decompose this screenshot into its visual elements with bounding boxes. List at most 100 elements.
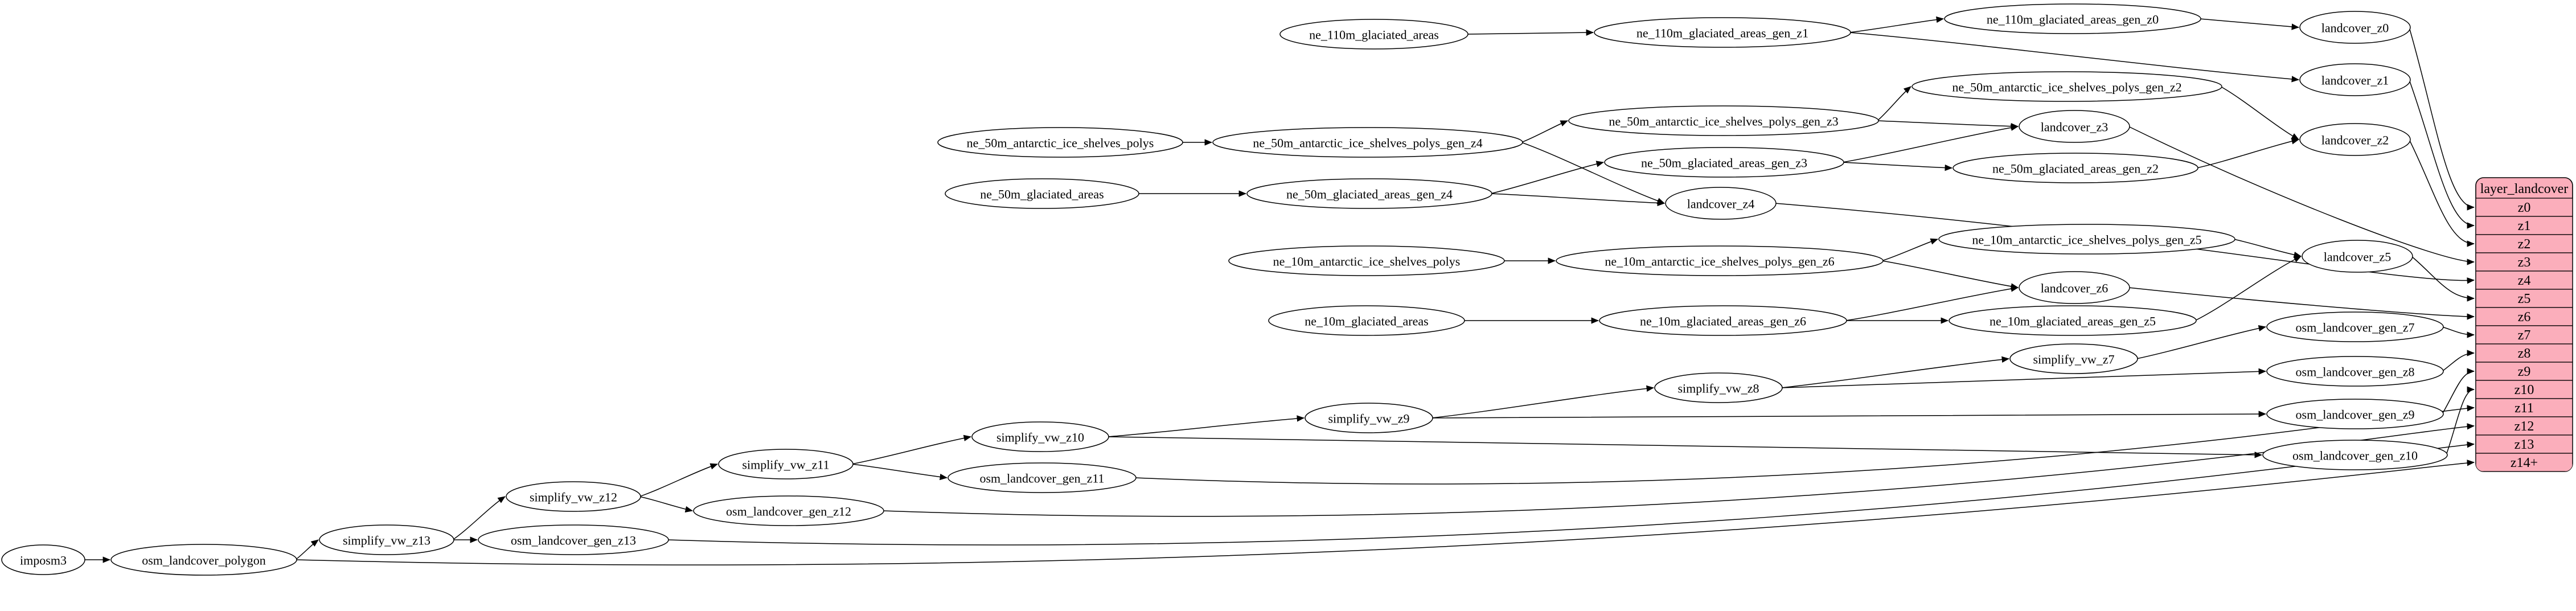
node-label-osm_landcover_gen_z8: osm_landcover_gen_z8 <box>2296 365 2415 379</box>
node-label-osm_landcover_gen_z13: osm_landcover_gen_z13 <box>511 534 636 548</box>
node-osm_landcover_gen_z12: osm_landcover_gen_z12 <box>693 495 884 526</box>
edge-ne_50m_antarctic_ice_shelves_polys_gen_z2--landcover_z2 <box>2220 86 2299 140</box>
node-label-landcover_z1: landcover_z1 <box>2321 73 2389 88</box>
node-simplify_vw_z13: simplify_vw_z13 <box>319 524 454 555</box>
node-ne_10m_antarctic_ice_shelves_polys: ne_10m_antarctic_ice_shelves_polys <box>1228 245 1505 276</box>
node-imposm3: imposm3 <box>1 544 85 575</box>
node-label-simplify_vw_z13: simplify_vw_z13 <box>343 534 430 548</box>
node-label-landcover_z3: landcover_z3 <box>2041 120 2109 134</box>
node-osm_landcover_polygon: osm_landcover_polygon <box>110 544 297 576</box>
layer-row-box-z14+ <box>2476 453 2573 471</box>
node-ne_50m_antarctic_ice_shelves_polys_gen_z3: ne_50m_antarctic_ice_shelves_polys_gen_z… <box>1568 105 1879 136</box>
edges-layer <box>84 16 2475 565</box>
edge-osm_landcover_gen_z7--layer-z7 <box>2442 326 2475 338</box>
edge-landcover_z2--layer-z2 <box>2409 139 2475 247</box>
edge-ne_50m_glaciated_areas_gen_z2--landcover_z2 <box>2196 138 2300 169</box>
node-label-ne_50m_antarctic_ice_shelves_polys_gen_z4: ne_50m_antarctic_ice_shelves_polys_gen_z… <box>1253 136 1482 150</box>
edge-simplify_vw_z8--osm_landcover_gen_z8 <box>1781 368 2267 388</box>
node-simplify_vw_z7: simplify_vw_z7 <box>2009 343 2138 374</box>
node-ne_110m_glaciated_areas_gen_z1: ne_110m_glaciated_areas_gen_z1 <box>1594 17 1851 48</box>
edge-osm_landcover_gen_z9--layer-z9 <box>2442 368 2475 415</box>
edge-ne_110m_glaciated_areas_gen_z1--landcover_z1 <box>1849 32 2300 83</box>
edge-ne_110m_glaciated_areas_gen_z0--landcover_z0 <box>2199 18 2300 30</box>
node-label-simplify_vw_z10: simplify_vw_z10 <box>996 430 1084 445</box>
edge-simplify_vw_z10--osm_landcover_gen_z10 <box>1107 436 2263 458</box>
node-ne_110m_glaciated_areas: ne_110m_glaciated_areas <box>1279 19 1469 50</box>
node-label-ne_10m_glaciated_areas_gen_z6: ne_10m_glaciated_areas_gen_z6 <box>1640 314 1806 329</box>
node-label-ne_10m_antarctic_ice_shelves_polys_gen_z5: ne_10m_antarctic_ice_shelves_polys_gen_z… <box>1972 233 2201 247</box>
node-label-ne_110m_glaciated_areas_gen_z1: ne_110m_glaciated_areas_gen_z1 <box>1636 26 1808 40</box>
node-label-ne_10m_glaciated_areas: ne_10m_glaciated_areas <box>1305 314 1428 329</box>
edge-simplify_vw_z10--simplify_vw_z9 <box>1107 415 1305 437</box>
layer-table-title: layer_landcover <box>2480 182 2569 196</box>
node-label-osm_landcover_gen_z11: osm_landcover_gen_z11 <box>979 471 1104 486</box>
edge-ne_50m_glaciated_areas_gen_z3--landcover_z3 <box>1842 124 2019 163</box>
layer-row-label-z14+: z14+ <box>2511 456 2538 470</box>
node-landcover_z6: landcover_z6 <box>2019 271 2130 304</box>
node-label-simplify_vw_z11: simplify_vw_z11 <box>742 458 829 472</box>
edge-ne_50m_antarctic_ice_shelves_polys_gen_z4--landcover_z4 <box>1521 142 1666 204</box>
edge-ne_10m_antarctic_ice_shelves_polys_gen_z6--ne_10m_antarctic_ice_shelves_polys_gen_z5 <box>1881 238 1939 261</box>
node-label-ne_110m_glaciated_areas_gen_z0: ne_110m_glaciated_areas_gen_z0 <box>1987 13 2159 27</box>
edge-ne_50m_antarctic_ice_shelves_polys_gen_z4--ne_50m_antarctic_ice_shelves_polys_gen_z3 <box>1521 120 1568 143</box>
node-label-osm_landcover_gen_z10: osm_landcover_gen_z10 <box>2292 449 2418 463</box>
node-label-osm_landcover_gen_z12: osm_landcover_gen_z12 <box>726 505 851 519</box>
edge-simplify_vw_z12--osm_landcover_gen_z12 <box>639 496 694 512</box>
edge-osm_landcover_gen_z12--layer-z12 <box>882 423 2475 517</box>
layer-row-label-z13: z13 <box>2515 437 2534 452</box>
edge-simplify_vw_z9--osm_landcover_gen_z9 <box>1431 411 2267 419</box>
edge-osm_landcover_polygon--layer-z14+ <box>295 460 2475 565</box>
layer-row-label-z12: z12 <box>2515 419 2534 434</box>
edge-ne_50m_antarctic_ice_shelves_polys_gen_z3--ne_50m_antarctic_ice_shelves_polys_gen_z2 <box>1877 86 1912 121</box>
node-label-landcover_z4: landcover_z4 <box>1687 197 1755 211</box>
node-label-ne_50m_glaciated_areas_gen_z4: ne_50m_glaciated_areas_gen_z4 <box>1286 187 1453 202</box>
layer-row-box-z8 <box>2476 343 2573 363</box>
node-label-ne_50m_antarctic_ice_shelves_polys_gen_z2: ne_50m_antarctic_ice_shelves_polys_gen_z… <box>1952 80 2181 95</box>
node-label-osm_landcover_gen_z7: osm_landcover_gen_z7 <box>2296 321 2415 335</box>
node-label-simplify_vw_z8: simplify_vw_z8 <box>1678 382 1759 396</box>
node-label-ne_10m_antarctic_ice_shelves_polys: ne_10m_antarctic_ice_shelves_polys <box>1273 255 1461 269</box>
edge-ne_10m_antarctic_ice_shelves_polys_gen_z6--landcover_z6 <box>1881 260 2019 290</box>
table-layer: layer_landcoverz0z1z2z3z4z5z6z7z8z9z10z1… <box>2475 177 2573 472</box>
node-landcover_z4: landcover_z4 <box>1665 187 1777 220</box>
node-simplify_vw_z10: simplify_vw_z10 <box>971 421 1109 452</box>
node-ne_50m_antarctic_ice_shelves_polys: ne_50m_antarctic_ice_shelves_polys <box>937 127 1183 158</box>
node-label-landcover_z2: landcover_z2 <box>2321 133 2389 147</box>
edge-landcover_z3--layer-z3 <box>2128 126 2475 265</box>
node-label-ne_10m_antarctic_ice_shelves_polys_gen_z6: ne_10m_antarctic_ice_shelves_polys_gen_z… <box>1605 255 1834 269</box>
node-label-simplify_vw_z12: simplify_vw_z12 <box>530 490 617 505</box>
layer-row-label-z2: z2 <box>2518 237 2531 252</box>
node-label-osm_landcover_gen_z9: osm_landcover_gen_z9 <box>2296 408 2415 422</box>
node-simplify_vw_z11: simplify_vw_z11 <box>718 449 854 479</box>
edge-simplify_vw_z12--simplify_vw_z11 <box>639 463 719 497</box>
edge-ne_10m_glaciated_areas_gen_z5--landcover_z5 <box>2194 256 2302 321</box>
node-label-ne_50m_antarctic_ice_shelves_polys: ne_50m_antarctic_ice_shelves_polys <box>967 136 1154 150</box>
edge-ne_110m_glaciated_areas--ne_110m_glaciated_areas_gen_z1 <box>1466 29 1594 36</box>
node-ne_10m_antarctic_ice_shelves_polys_gen_z6: ne_10m_antarctic_ice_shelves_polys_gen_z… <box>1556 245 1884 276</box>
edge-landcover_z1--layer-z1 <box>2409 79 2475 229</box>
layer-row-label-z4: z4 <box>2518 273 2531 288</box>
node-ne_50m_glaciated_areas_gen_z3: ne_50m_glaciated_areas_gen_z3 <box>1604 147 1844 178</box>
edge-simplify_vw_z7--osm_landcover_gen_z7 <box>2136 325 2267 359</box>
node-label-landcover_z0: landcover_z0 <box>2321 21 2389 35</box>
layer-row-label-z7: z7 <box>2518 328 2531 343</box>
edge-landcover_z5--layer-z5 <box>2411 256 2475 302</box>
node-ne_110m_glaciated_areas_gen_z0: ne_110m_glaciated_areas_gen_z0 <box>1944 3 2201 34</box>
layer-row-label-z3: z3 <box>2518 255 2531 270</box>
node-simplify_vw_z12: simplify_vw_z12 <box>506 481 641 512</box>
node-label-landcover_z6: landcover_z6 <box>2041 281 2109 296</box>
node-simplify_vw_z9: simplify_vw_z9 <box>1305 403 1433 433</box>
layer-row-box-z10 <box>2476 380 2573 399</box>
node-label-ne_50m_antarctic_ice_shelves_polys_gen_z3: ne_50m_antarctic_ice_shelves_polys_gen_z… <box>1609 114 1838 129</box>
node-label-ne_50m_glaciated_areas: ne_50m_glaciated_areas <box>980 187 1104 202</box>
layer-row-box-z2 <box>2476 234 2573 253</box>
edge-ne_50m_glaciated_areas_gen_z4--ne_50m_glaciated_areas_gen_z3 <box>1490 161 1605 194</box>
edge-ne_110m_glaciated_areas_gen_z1--ne_110m_glaciated_areas_gen_z0 <box>1849 16 1945 33</box>
node-ne_50m_glaciated_areas_gen_z2: ne_50m_glaciated_areas_gen_z2 <box>1952 153 2198 183</box>
edge-ne_10m_antarctic_ice_shelves_polys_gen_z5--landcover_z5 <box>2233 239 2302 259</box>
node-osm_landcover_gen_z9: osm_landcover_gen_z9 <box>2266 399 2444 429</box>
node-label-landcover_z5: landcover_z5 <box>2324 250 2392 264</box>
nodes-layer: imposm3 osm_landcover_polygon simplify_vw_… <box>1 3 2448 576</box>
